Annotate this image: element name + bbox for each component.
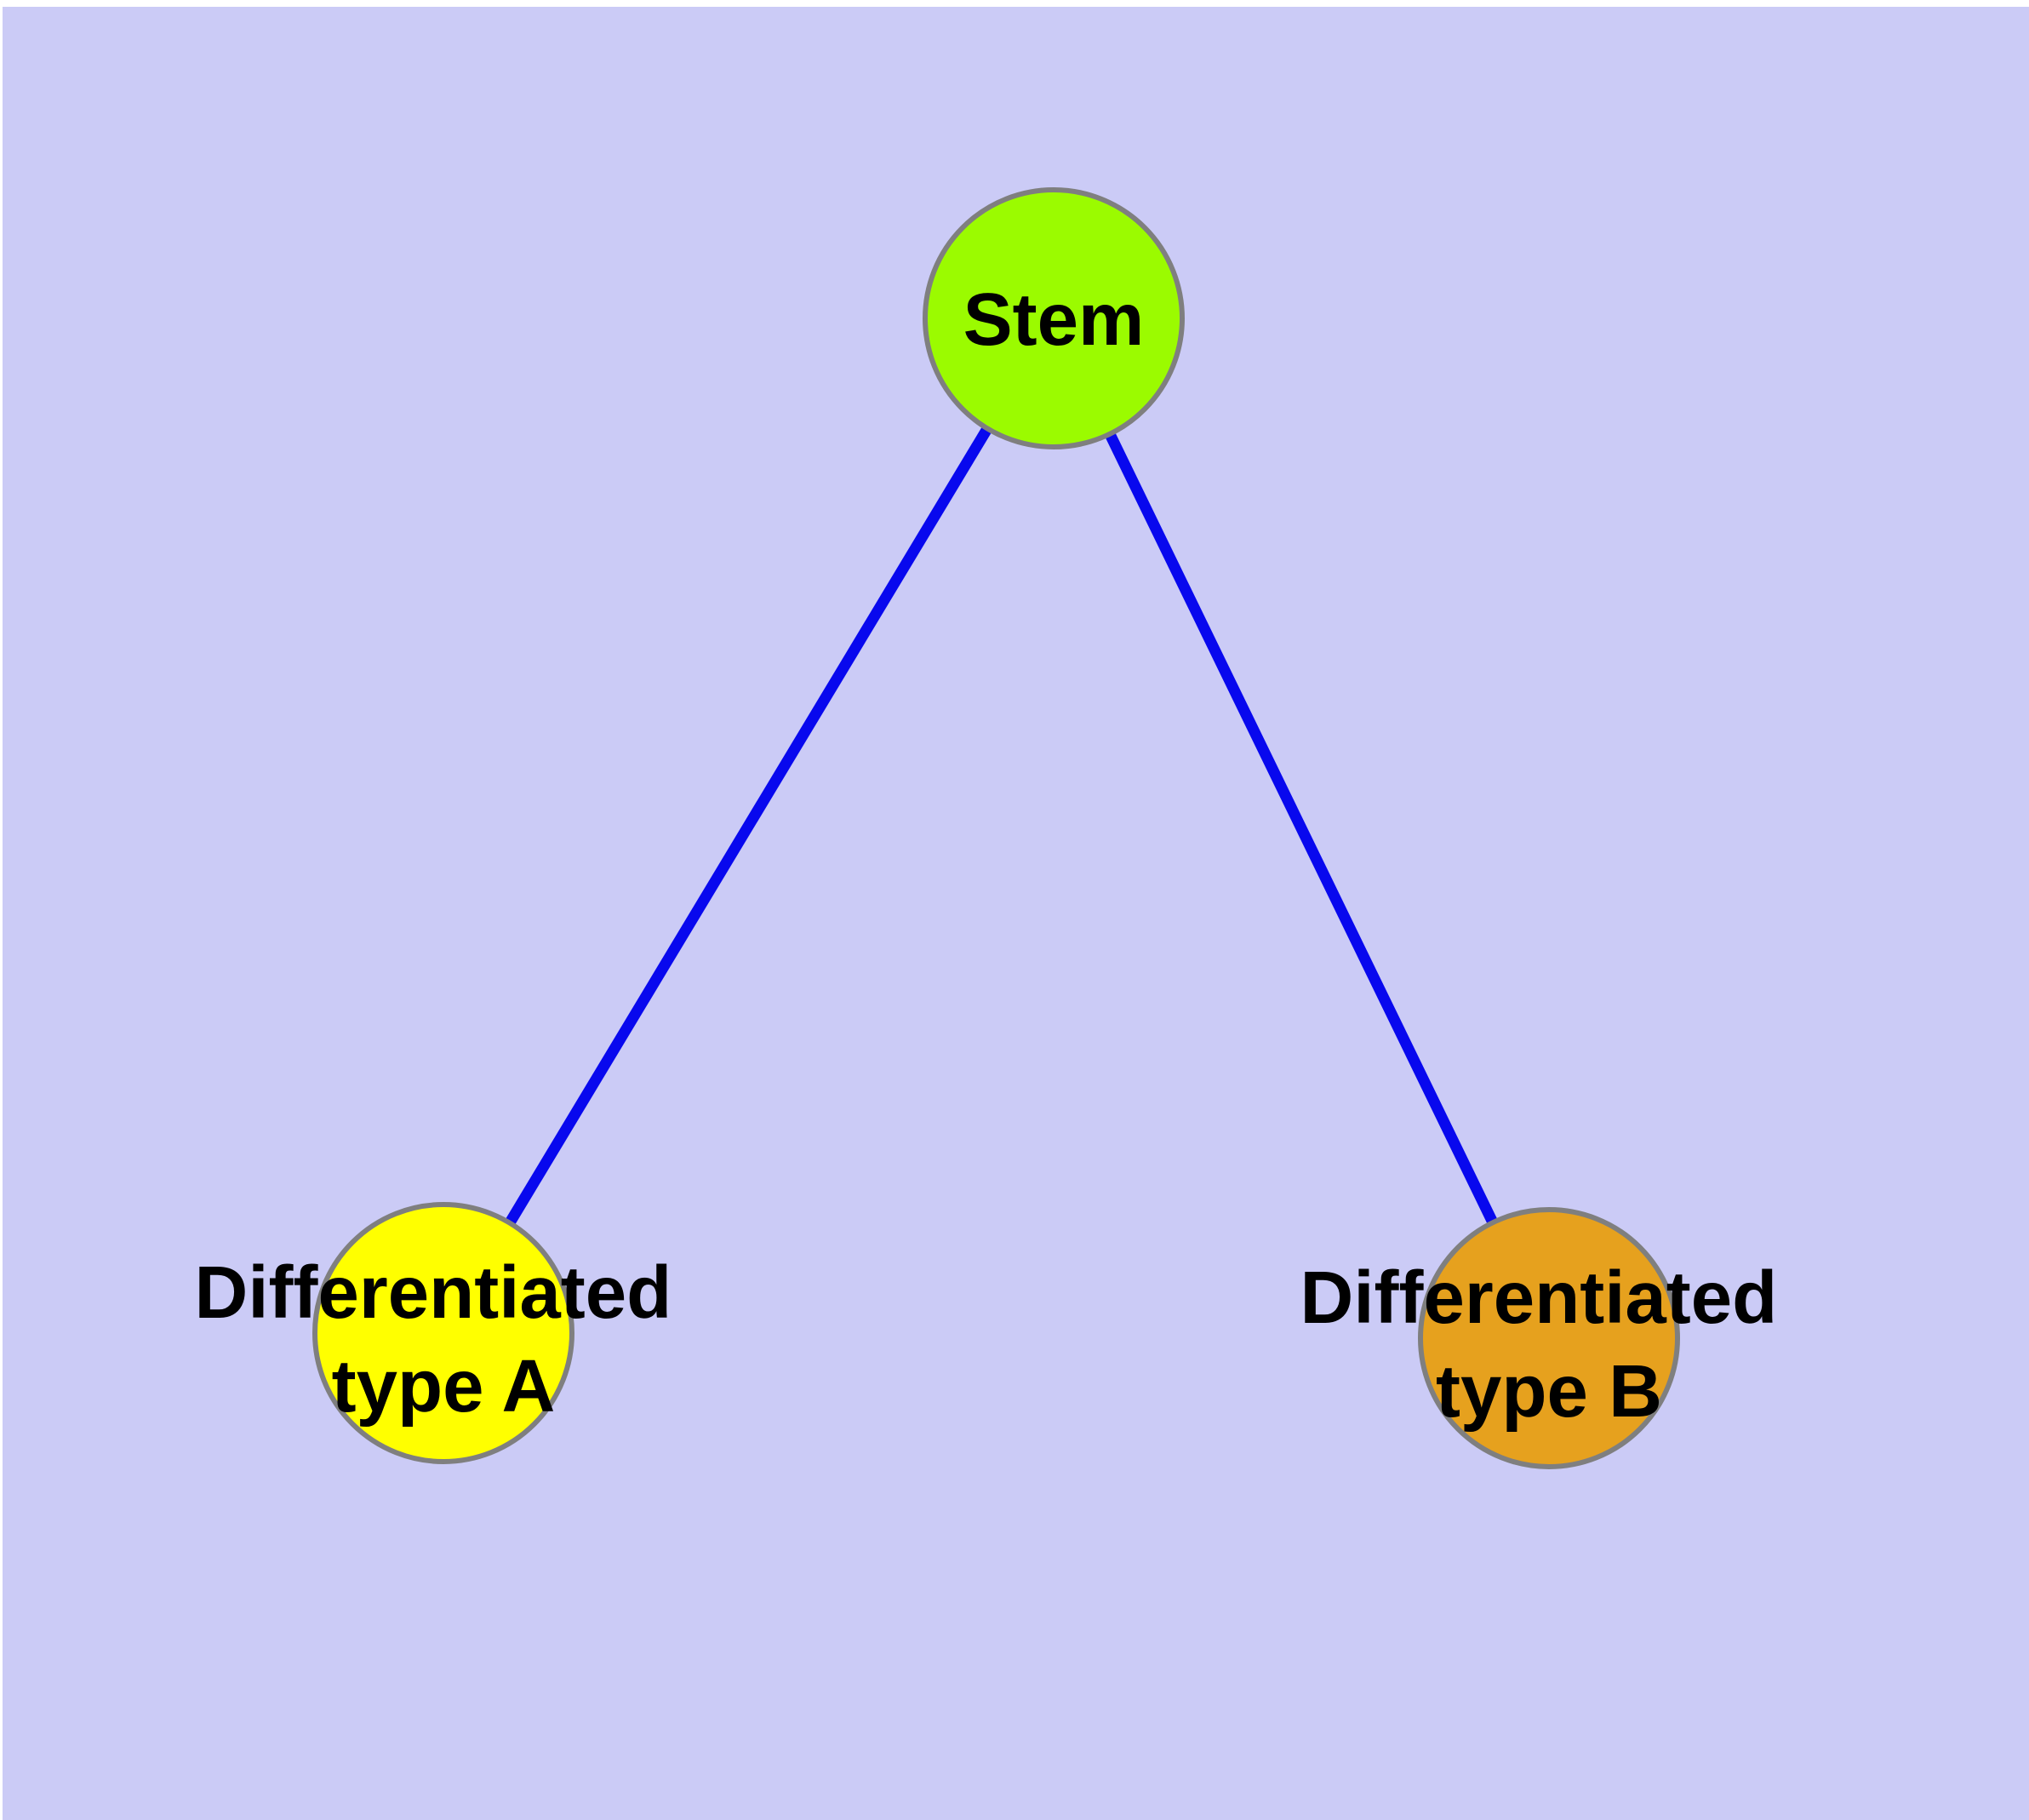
node-differentiated-type-a-label-line1: Differentiated bbox=[195, 1251, 672, 1334]
node-differentiated-type-a bbox=[312, 1202, 574, 1464]
node-differentiated-type-a-label: Differentiated type A bbox=[195, 1251, 693, 1428]
node-stem bbox=[923, 187, 1185, 449]
node-differentiated-type-b-label: Differentiated type B bbox=[1300, 1256, 1798, 1433]
edge-stem-to-type-a bbox=[438, 315, 1059, 1336]
node-stem-label-line: Stem bbox=[963, 278, 1145, 361]
edge-stem-to-type-b bbox=[1049, 316, 1554, 1341]
node-differentiated-type-b-label-line1: Differentiated bbox=[1300, 1256, 1778, 1339]
node-stem-label: Stem bbox=[963, 278, 1145, 361]
node-differentiated-type-b bbox=[1418, 1207, 1680, 1469]
node-differentiated-type-a-label-line2: type A bbox=[332, 1345, 556, 1428]
node-differentiated-type-b-label-line2: type B bbox=[1436, 1350, 1662, 1433]
